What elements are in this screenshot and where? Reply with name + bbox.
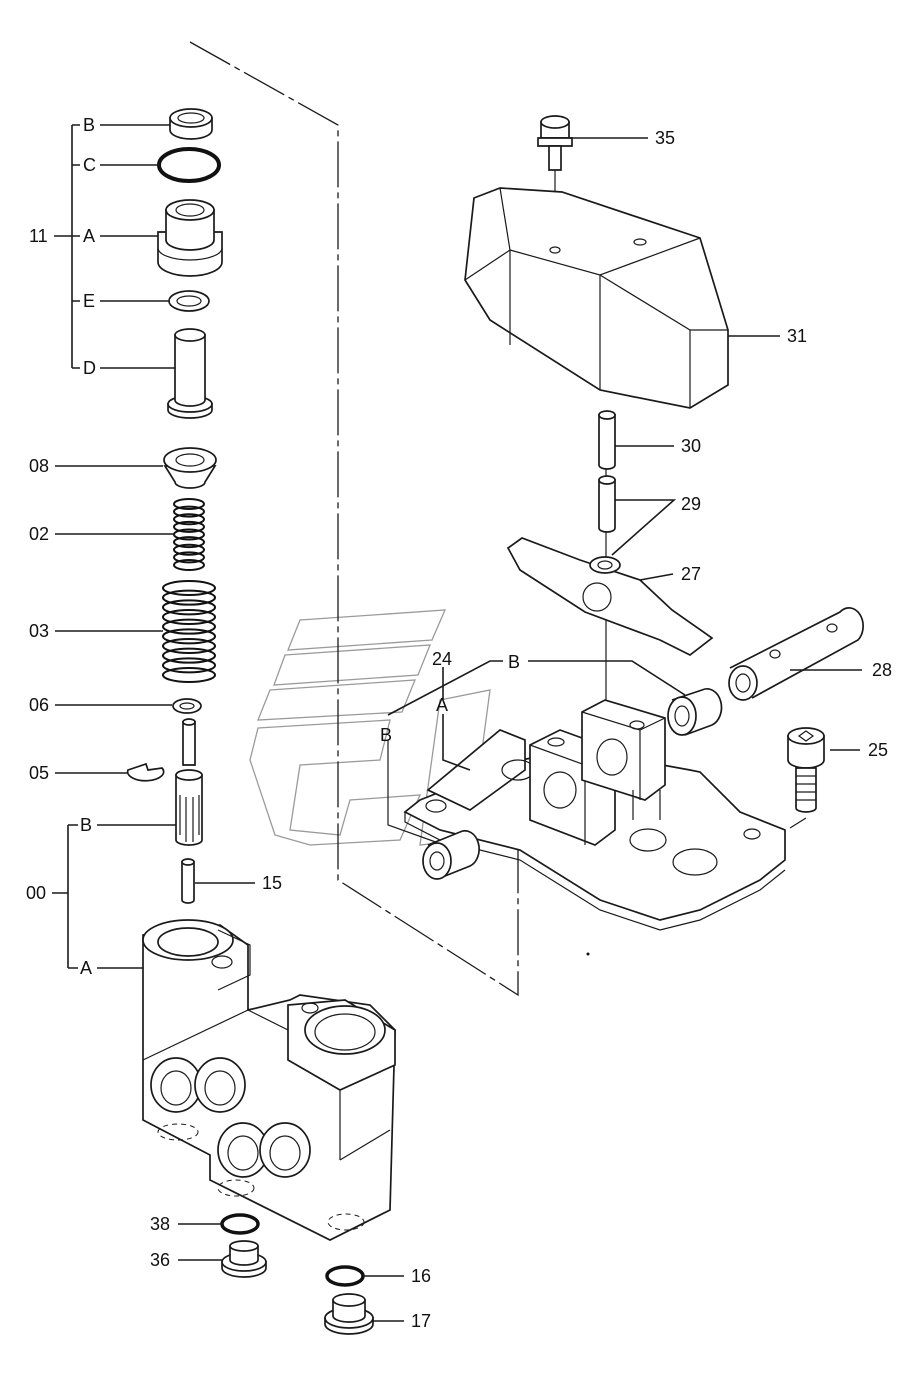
label-06: 06 [29,695,49,715]
label-25: 25 [868,740,888,760]
part-11-b-ring [169,108,213,140]
part-30-pin [598,410,616,470]
label-36: 36 [150,1250,170,1270]
label-29: 29 [681,494,701,514]
part-02-inner-spring [173,498,205,571]
label-35: 35 [655,128,675,148]
part-11-c-o-ring [157,147,221,183]
label-17: 17 [411,1311,431,1331]
part-15-pin [181,858,195,904]
part-05-snap-washer [126,762,165,782]
label-00-a: A [80,958,92,978]
part-36-plug [221,1240,267,1278]
part-35-bolt [537,115,573,248]
label-11-e: E [83,291,95,311]
label-11-d: D [83,358,96,378]
label-05: 05 [29,763,49,783]
label-24: 24 [432,649,452,669]
part-08-spring-seat [163,447,217,489]
part-25-socket-bolt [787,727,825,813]
callout-labels: 11 B C A E D 08 02 03 06 05 00 B A 15 38… [26,115,892,1331]
part-38-o-ring [220,1213,260,1235]
part-11-a-guide [157,199,223,277]
part-11-d-push-rod [167,328,213,419]
label-15: 15 [262,873,282,893]
label-11-a: A [83,226,95,246]
label-00-b: B [80,815,92,835]
label-24-b: B [508,652,520,672]
label-30: 30 [681,436,701,456]
part-17-plug [324,1293,374,1335]
label-16: 16 [411,1266,431,1286]
part-16-o-ring [325,1265,365,1287]
axis-connector-25-line [789,817,807,829]
label-31: 31 [787,326,807,346]
part-28-shaft [728,607,864,701]
label-02: 02 [29,524,49,544]
part-24-base-plate [403,699,786,931]
label-11-c: C [83,155,96,175]
ink-dot [586,952,590,956]
label-28: 28 [872,660,892,680]
label-38: 38 [150,1214,170,1234]
label-03: 03 [29,621,49,641]
part-00-a-valve-body [142,919,396,1241]
part-06-washer [172,698,202,714]
label-27: 27 [681,564,701,584]
part-27-lever [506,537,714,656]
part-00-b-spool [175,718,203,846]
part-03-outer-spring [162,580,216,683]
label-00: 00 [26,883,46,903]
label-b-left: B [380,725,392,745]
label-11: 11 [29,226,48,246]
part-31-cover [464,187,729,409]
part-29-pin [598,475,616,533]
part-11-e-seal [168,290,210,312]
part-spacer-bush-right [667,688,723,736]
part-spacer-bush-left [422,829,480,880]
axis-connector-line [189,41,519,997]
label-08: 08 [29,456,49,476]
label-24-a: A [436,695,448,715]
callout-leaders [52,124,862,1322]
label-11-b: B [83,115,95,135]
